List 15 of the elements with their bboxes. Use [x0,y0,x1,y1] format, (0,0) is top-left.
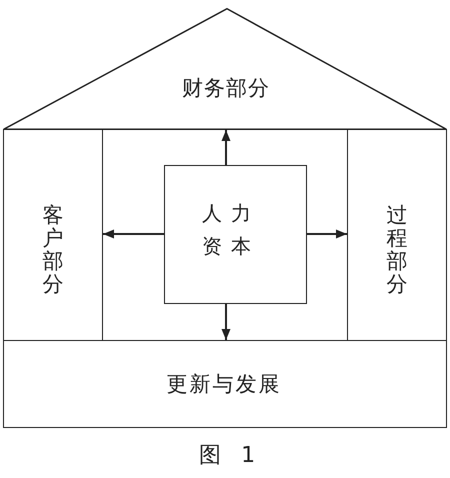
section-label: 财务部分 [182,75,270,102]
roof-section [3,8,447,130]
vertical-label: 客户部分 [42,204,64,296]
vertical-label: 过程部分 [386,204,408,296]
section-label: 更新与发展 [166,371,282,398]
arrow [222,130,230,165]
figure-caption: 图 1 [198,442,256,470]
arrow [103,230,164,238]
pillar-section [347,129,447,341]
arrow [222,304,230,340]
pillar-section [3,129,103,341]
base-section [3,340,447,428]
core-box [164,165,307,304]
arrow [307,230,347,238]
section-label: 人力资本 [201,200,261,260]
